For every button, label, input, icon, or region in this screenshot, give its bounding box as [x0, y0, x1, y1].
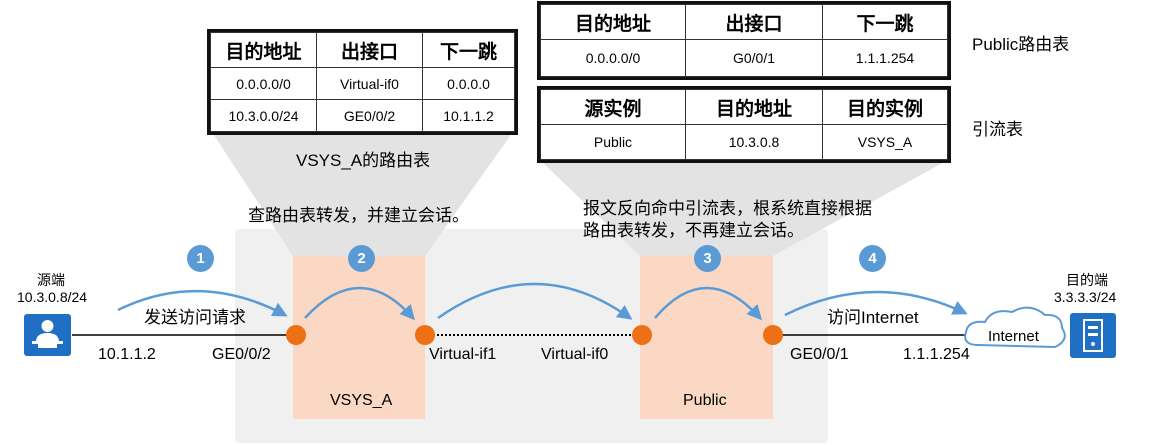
table-cell: 1.1.1.254	[822, 39, 948, 77]
step-badge-2: 2	[348, 245, 375, 272]
table-cell: Public	[540, 124, 686, 160]
arrow-2	[304, 286, 415, 321]
table-cell: GE0/0/2	[316, 99, 423, 132]
diversion-table: 源实例 目的地址 目的实例 Public 10.3.0.8 VSYS_A	[537, 86, 951, 163]
cloud-icon	[964, 306, 1066, 349]
table-cell: 10.1.1.2	[422, 99, 515, 132]
port-vif0	[632, 325, 652, 345]
table-row: 10.3.0.0/24 GE0/0/2 10.1.1.2	[210, 99, 515, 132]
src-gateway-ip: 10.1.1.2	[98, 346, 156, 363]
step-badge-3: 3	[694, 245, 721, 272]
public-table-caption: Public路由表	[972, 35, 1070, 54]
public-callout	[540, 160, 948, 256]
public-route-table: 目的地址 出接口 下一跳 0.0.0.0/0 G0/0/1 1.1.1.254	[537, 1, 951, 80]
source-ip: 10.3.0.8/24	[17, 289, 88, 305]
public-label: Public	[683, 392, 727, 409]
public-note-line1: 报文反向命中引流表，根系统直接根据	[583, 199, 872, 218]
source-title: 源端	[37, 272, 65, 288]
public-note-line2: 路由表转发，不再建立会话。	[583, 221, 804, 240]
diversion-table-caption: 引流表	[972, 120, 1023, 139]
vsys-route-table: 目的地址 出接口 下一跳 0.0.0.0/0 Virtual-if0 0.0.0…	[207, 29, 518, 135]
destination-title: 目的端	[1066, 272, 1108, 288]
arrow-3	[654, 286, 763, 321]
table-cell: 10.3.0.8	[685, 124, 823, 160]
table-cell: G0/0/1	[685, 39, 823, 77]
table-cell: 0.0.0.0/0	[540, 39, 686, 77]
vsys-col-iface: 出接口	[316, 32, 423, 68]
table-row: Public 10.3.0.8 VSYS_A	[540, 124, 948, 160]
server-icon	[1070, 313, 1116, 358]
step-badge-1: 1	[187, 245, 214, 272]
user-computer-icon	[24, 314, 71, 356]
vsys-table-caption: VSYS_A的路由表	[296, 151, 431, 170]
vsys-note: 查路由表转发，并建立会话。	[248, 206, 469, 225]
vsys-a-label: VSYS_A	[330, 392, 393, 409]
vif0-label: Virtual-if0	[541, 346, 609, 363]
vsys-a-box	[293, 256, 425, 419]
internet-label: Internet	[988, 328, 1039, 345]
access-internet-label: 访问Internet	[827, 308, 919, 327]
ge001-label: GE0/0/1	[790, 346, 849, 363]
port-ge001	[763, 325, 783, 345]
arrow-mid	[437, 282, 633, 320]
destination-ip: 3.3.3.3/24	[1054, 289, 1117, 305]
arrow-1	[117, 290, 288, 317]
public-col-nexthop: 下一跳	[822, 4, 948, 40]
arrow-4	[784, 290, 968, 317]
public-col-dest: 目的地址	[540, 4, 686, 40]
div-col-src-instance: 源实例	[540, 89, 686, 125]
vif1-label: Virtual-if1	[429, 346, 497, 363]
vsys-col-dest: 目的地址	[210, 32, 317, 68]
step-badge-4: 4	[859, 245, 886, 272]
table-cell: 0.0.0.0/0	[210, 67, 317, 100]
table-cell: 0.0.0.0	[422, 67, 515, 100]
vsys-col-nexthop: 下一跳	[422, 32, 515, 68]
ge002-label: GE0/0/2	[212, 346, 271, 363]
public-col-iface: 出接口	[685, 4, 823, 40]
table-cell: VSYS_A	[822, 124, 948, 160]
port-ge002	[286, 325, 306, 345]
table-cell: 10.3.0.0/24	[210, 99, 317, 132]
table-cell: Virtual-if0	[316, 67, 423, 100]
table-row: 0.0.0.0/0 G0/0/1 1.1.1.254	[540, 39, 948, 77]
table-row: 0.0.0.0/0 Virtual-if0 0.0.0.0	[210, 67, 515, 100]
div-col-dest-instance: 目的实例	[822, 89, 948, 125]
next-hop-ip: 1.1.1.254	[903, 346, 970, 363]
div-col-dest: 目的地址	[685, 89, 823, 125]
port-vif1	[415, 325, 435, 345]
public-box	[640, 256, 773, 419]
vsys-callout	[210, 129, 515, 256]
send-request-label: 发送访问请求	[144, 308, 246, 327]
